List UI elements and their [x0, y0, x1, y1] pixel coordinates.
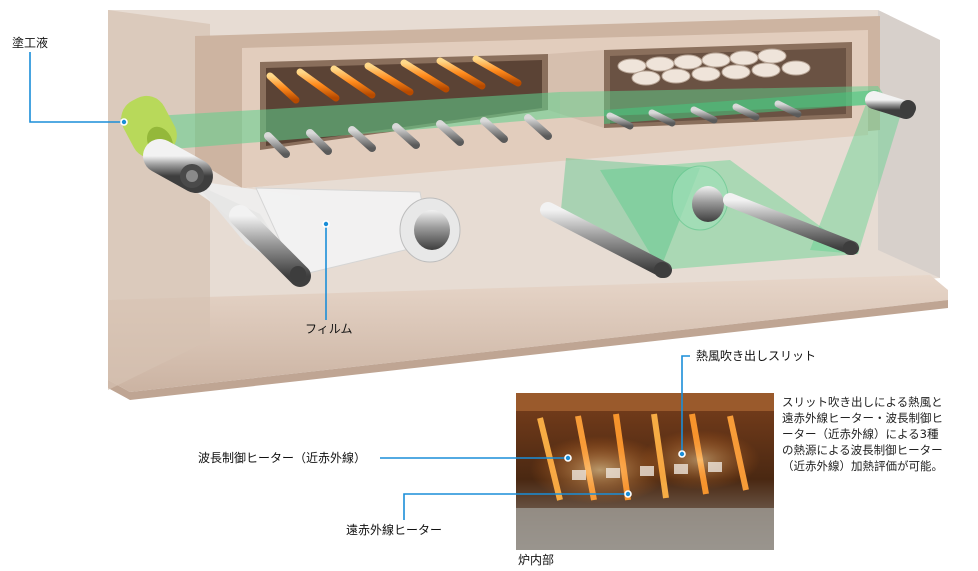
label-furnace-interior: 炉内部 — [518, 553, 555, 567]
rollers — [121, 91, 916, 287]
coated-film-web — [120, 86, 904, 270]
label-film: フィルム — [305, 322, 353, 336]
far-infrared-heaters — [266, 55, 522, 104]
label-coating-liquid: 塗工液 — [12, 36, 49, 50]
label-wavelength-heater: 波長制御ヒーター（近赤外線） — [198, 451, 367, 465]
label-hot-air-slit: 熱風吹き出しスリット — [696, 349, 817, 363]
description-text: スリット吹き出しによる熱風と 遠赤外線ヒーター・波長制御ヒ ーター（近赤外線）に… — [782, 395, 943, 473]
roller-icon — [143, 91, 916, 287]
support-rods — [264, 100, 802, 158]
furnace-interior-photo — [516, 393, 774, 550]
label-far-infrared-heater: 遠赤外線ヒーター — [346, 523, 443, 537]
leader-lines — [29, 52, 690, 520]
heater-icon — [266, 55, 522, 104]
hot-air-nozzles — [617, 48, 811, 86]
